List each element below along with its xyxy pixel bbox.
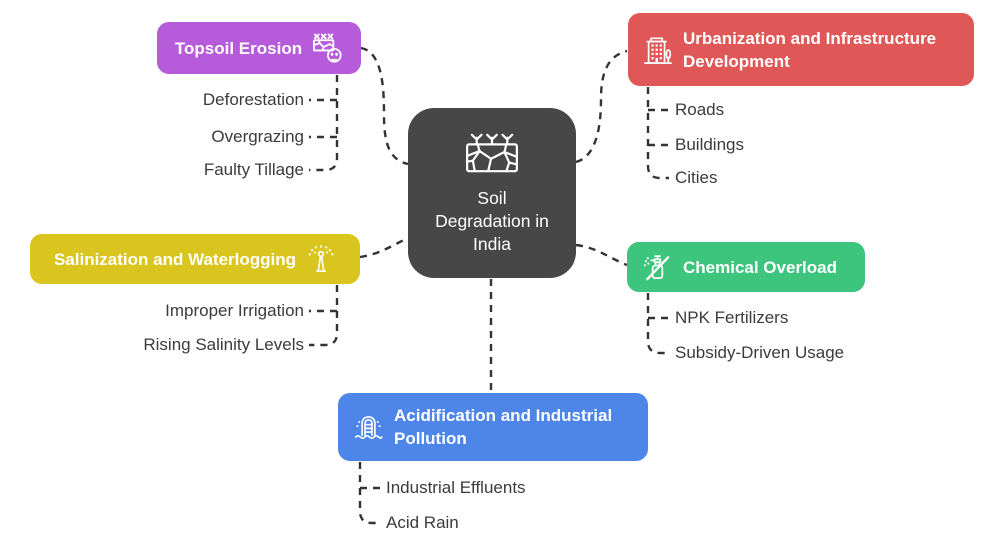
edge-topsoil-center bbox=[360, 46, 409, 166]
tree-acid-trunk bbox=[358, 462, 380, 525]
leaf-subsidy-usage: Subsidy-Driven Usage bbox=[675, 343, 845, 362]
tree-urban-trunk bbox=[646, 87, 669, 180]
sprinkler-icon bbox=[308, 245, 334, 273]
edge-salin-center bbox=[359, 236, 409, 259]
edge-center-chem bbox=[575, 243, 628, 267]
leaf-cities: Cities bbox=[675, 168, 718, 187]
node-urbanization: Urbanization and Infrastructure Developm… bbox=[628, 13, 974, 86]
tree-topsoil-trunk bbox=[309, 75, 339, 172]
node-soil-degradation: Soil Degradation in India bbox=[408, 108, 576, 278]
leaf-improper-irrigation: Improper Irrigation bbox=[165, 301, 304, 320]
leaf-buildings: Buildings bbox=[675, 135, 744, 154]
effluent-pipe-icon bbox=[354, 416, 383, 440]
leaf-industrial-effluents: Industrial Effluents bbox=[386, 478, 526, 497]
tree-salin-trunk bbox=[309, 285, 339, 347]
cracked-soil-icon bbox=[466, 133, 518, 172]
node-salinization: Salinization and Waterlogging bbox=[30, 234, 360, 284]
branch-label: Acidification and Industrial Pollution bbox=[394, 406, 613, 448]
edge-center-urban bbox=[575, 49, 628, 164]
leaf-npk-fertilizers: NPK Fertilizers bbox=[675, 308, 789, 327]
leaf-acid-rain: Acid Rain bbox=[386, 513, 459, 532]
branch-label: Urbanization and Infrastructure Developm… bbox=[683, 28, 937, 71]
no-spray-icon bbox=[643, 254, 670, 280]
tree-chem-trunk bbox=[646, 293, 669, 355]
leaf-roads: Roads bbox=[675, 100, 725, 119]
leaf-deforestation: Deforestation bbox=[202, 90, 304, 109]
node-acidification: Acidification and Industrial Pollution bbox=[338, 393, 648, 461]
node-topsoil-erosion: Topsoil Erosion bbox=[157, 22, 361, 74]
node-chemical-overload: Chemical Overload bbox=[627, 242, 865, 292]
leaf-faulty-tillage: Faulty Tillage bbox=[203, 160, 304, 179]
branch-label: Topsoil Erosion bbox=[174, 38, 303, 58]
center-node-label: Soil Degradation in India bbox=[435, 187, 549, 254]
city-building-icon bbox=[644, 36, 672, 64]
branch-label: Chemical Overload bbox=[683, 257, 838, 277]
erosion-skull-icon bbox=[313, 33, 342, 63]
branch-label: Salinization and Waterlogging bbox=[53, 249, 297, 269]
leaf-rising-salinity: Rising Salinity Levels bbox=[143, 335, 304, 354]
leaf-overgrazing: Overgrazing bbox=[211, 127, 304, 146]
